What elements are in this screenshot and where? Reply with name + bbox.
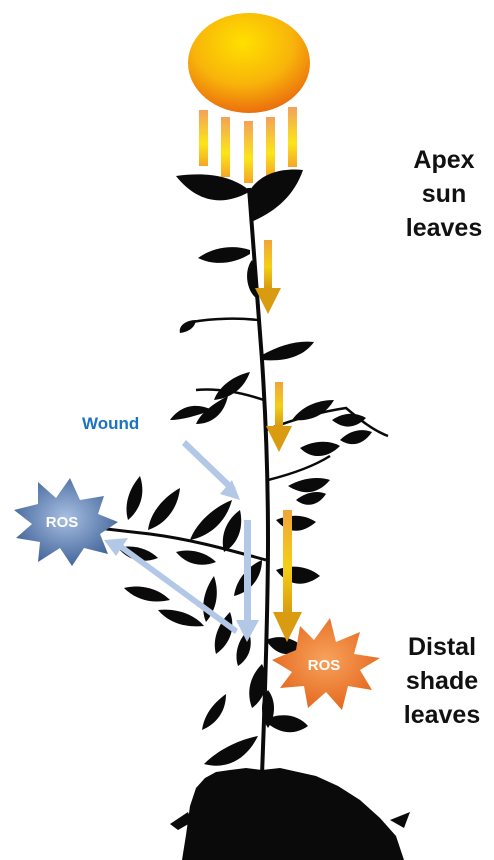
light-ray-icon	[288, 107, 297, 167]
sun-icon	[188, 13, 310, 113]
light-ray-icon	[244, 121, 253, 183]
distal-label-line2: shade	[392, 664, 492, 698]
apex-label-line1: Apex	[400, 143, 488, 177]
wound-signal-arrows	[104, 440, 259, 642]
plant-silhouette-icon	[98, 170, 410, 860]
wound-arrow-diagonal	[182, 440, 240, 500]
light-ray-icon	[199, 110, 208, 166]
apex-label-line2: sun	[400, 177, 488, 211]
distal-label-line3: leaves	[392, 698, 492, 732]
distal-shade-leaves-label: Distal shade leaves	[392, 630, 492, 732]
distal-label-line1: Distal	[392, 630, 492, 664]
ros-label-left: ROS	[46, 514, 79, 531]
apex-label-line3: leaves	[400, 211, 488, 245]
apex-sun-leaves-label: Apex sun leaves	[400, 143, 488, 245]
ros-burst-left: ROS	[14, 478, 118, 566]
wound-label: Wound	[82, 414, 139, 434]
light-ray-icon	[221, 117, 230, 177]
ros-label-right: ROS	[308, 657, 341, 674]
light-arrow-2	[266, 382, 292, 452]
light-ray-icon	[266, 117, 275, 177]
